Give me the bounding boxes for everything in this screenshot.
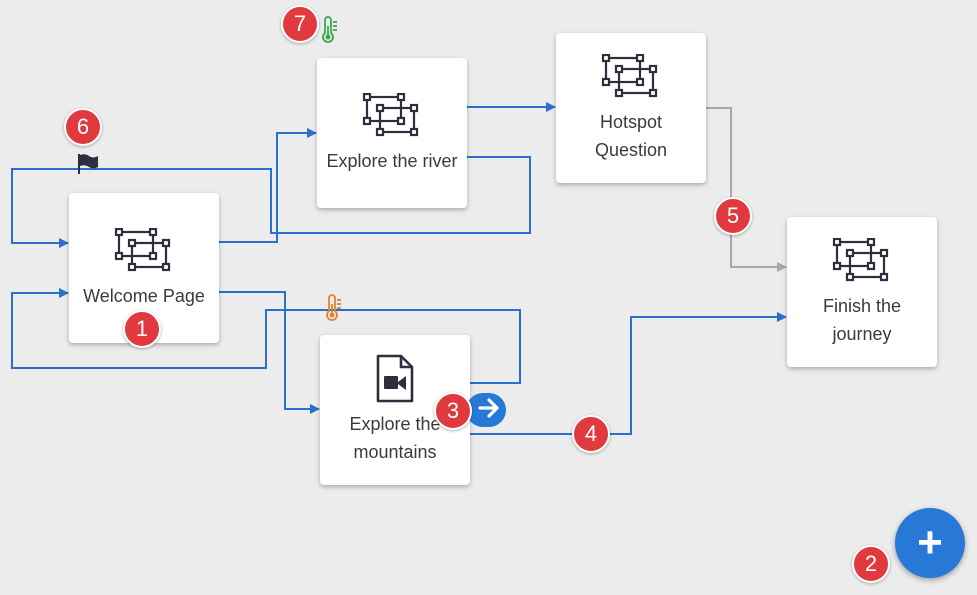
add-node-button[interactable]: + bbox=[895, 508, 965, 578]
node-label: Hotspot Question bbox=[594, 112, 668, 160]
thermometer-icon bbox=[325, 294, 343, 327]
connector-welcome-to-mountains bbox=[191, 291, 320, 414]
node-label: Explore the mountains bbox=[349, 414, 441, 462]
hotspot-frames-icon bbox=[601, 52, 661, 102]
connector-hotspot-to-finish bbox=[705, 107, 787, 272]
callout-badge-7: 7 bbox=[281, 5, 319, 43]
connector-welcome-to-river bbox=[218, 128, 317, 243]
thermometer-icon bbox=[321, 16, 339, 49]
plus-icon: + bbox=[917, 518, 943, 567]
connector-mountains-to-finish bbox=[469, 312, 787, 435]
callout-badge-5: 5 bbox=[714, 197, 752, 235]
callout-badge-3: 3 bbox=[434, 392, 472, 430]
hotspot-frames-icon bbox=[362, 91, 422, 141]
hotspot-frames-icon bbox=[832, 236, 892, 286]
flag-icon bbox=[76, 153, 100, 180]
connector-mountains-loop-to-welcome bbox=[11, 288, 521, 384]
node-explore-river[interactable]: Explore the river bbox=[317, 58, 467, 208]
callout-badge-2: 2 bbox=[852, 545, 890, 583]
callout-badge-4: 4 bbox=[572, 415, 610, 453]
node-finish-journey[interactable]: Finish the journey bbox=[787, 217, 937, 367]
node-label: Finish the journey bbox=[822, 296, 902, 344]
arrow-right-icon bbox=[478, 397, 500, 423]
next-step-button[interactable] bbox=[466, 393, 506, 427]
callout-badge-6: 6 bbox=[64, 108, 102, 146]
hotspot-frames-icon bbox=[114, 226, 174, 276]
video-file-icon bbox=[365, 354, 425, 404]
node-label: Explore the river bbox=[326, 151, 458, 171]
node-label: Welcome Page bbox=[83, 286, 205, 306]
connector-river-loop-to-welcome bbox=[11, 156, 531, 248]
node-hotspot-question[interactable]: Hotspot Question bbox=[556, 33, 706, 183]
callout-badge-1: 1 bbox=[123, 310, 161, 348]
